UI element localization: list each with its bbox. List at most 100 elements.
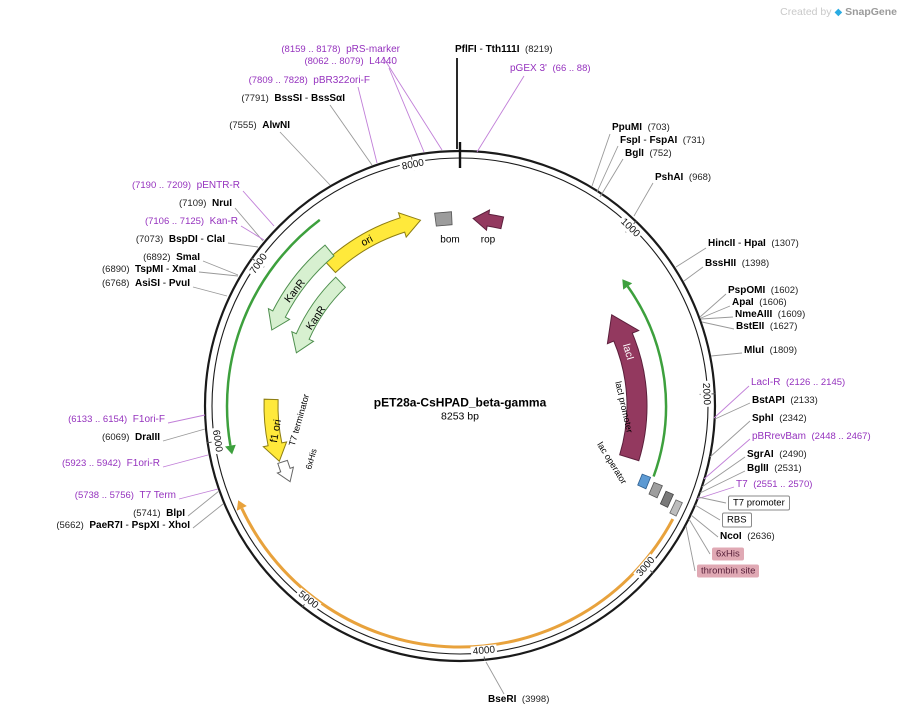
label-MluI[interactable]: MluI (1809) (744, 344, 798, 356)
leader-line-HincII (675, 247, 707, 268)
inner-label-2-rop[interactable]: rop (480, 234, 496, 246)
label-RBS-tag[interactable]: RBS (722, 512, 752, 528)
label-HincII[interactable]: HincII - HpaI (1307) (708, 237, 799, 249)
label-BlpI[interactable]: (5741) BlpI (133, 507, 185, 519)
label-PspOMI[interactable]: PspOMI (1602) (728, 284, 799, 296)
feature-operator-box-2[interactable] (659, 490, 674, 508)
label-T7[interactable]: T7 (2551 .. 2570) (736, 478, 813, 490)
inner-label-10-lac-operator[interactable]: lac operator (595, 440, 629, 486)
watermark-prefix: Created by (780, 6, 832, 18)
feature-insert-gene-arc[interactable] (240, 507, 675, 649)
label-BglI[interactable]: BglI (752) (625, 147, 672, 159)
feature-T7-terminator[interactable] (276, 459, 295, 483)
label-ApaI[interactable]: ApaI (1606) (732, 296, 787, 308)
feature-KanR-inner[interactable] (291, 276, 347, 354)
label-LacI-R[interactable]: LacI-R (2126 .. 2145) (751, 376, 846, 388)
feature-operator-box-3[interactable] (669, 499, 683, 517)
leader-line-L4440 (388, 67, 425, 153)
leader-line-BssSI (329, 104, 373, 166)
inner-label-4-kanr[interactable]: KanR (303, 303, 329, 333)
label-thrombin-site-tag[interactable]: thrombin site (697, 564, 760, 578)
label-TspMI[interactable]: (6890) TspMI - XmaI (102, 263, 196, 275)
feature-insert-gene-arc-arrowhead (236, 500, 247, 511)
inner-label-5-f1-ori[interactable]: f1 ori (268, 418, 284, 444)
feature-orf-arrow-right-arrowhead (622, 279, 633, 290)
label-F1ori-F[interactable]: (6133 .. 6154) F1ori-F (68, 413, 165, 425)
label-T7-Term[interactable]: (5738 .. 5756) T7 Term (74, 489, 176, 501)
feature-orf-arrow-right[interactable] (626, 285, 668, 477)
label-pENTR-R[interactable]: (7190 .. 7209) pENTR-R (131, 179, 240, 191)
inner-label-6-t7-terminator[interactable]: T7 terminator (286, 392, 312, 448)
label-PshAI[interactable]: PshAI (968) (655, 171, 712, 183)
label-PflFI[interactable]: PflFI - Tth111I (8219) (455, 43, 553, 55)
label-pRS-marker[interactable]: (8159 .. 8178) pRS-marker (281, 43, 400, 55)
leader-line-DraIII (162, 428, 206, 442)
tick-label-7000: 7000 (247, 249, 272, 278)
tick-label-5000: 5000 (294, 587, 322, 613)
inner-label-1-bom[interactable]: bom (440, 234, 460, 246)
label-SphI[interactable]: SphI (2342) (752, 412, 807, 424)
label-pBRrevBam[interactable]: pBRrevBam (2448 .. 2467) (752, 430, 871, 442)
leader-line-PpuMI (591, 133, 611, 187)
label-BstEII[interactable]: BstEII (1627) (736, 320, 798, 332)
leader-line-T7-Term (178, 488, 219, 500)
leader-line-Kan-R (240, 225, 265, 241)
leader-line-BstEII (701, 321, 735, 330)
feature-operator-box-blue[interactable] (637, 473, 652, 490)
leader-line-SmaI (202, 260, 239, 276)
label-T7-promoter-tag[interactable]: T7 promoter (728, 495, 790, 511)
label-F1ori-R[interactable]: (5923 .. 5942) F1ori-R (61, 457, 160, 469)
label-BspDI[interactable]: (7073) BspDI - ClaI (135, 233, 225, 245)
tick-label-2000: 2000 (699, 380, 712, 408)
leader-line-PspOMI (699, 293, 727, 318)
label-BssSI[interactable]: (7791) BssSI - BssSαI (241, 92, 345, 104)
leader-line-T7 (696, 486, 735, 500)
label-AsiSI[interactable]: (6768) AsiSI - PvuI (101, 277, 190, 289)
inner-label-0-ori[interactable]: ori (359, 232, 375, 250)
feature-bom[interactable] (434, 211, 453, 227)
inner-label-7-6xhis[interactable]: 6xHis (303, 447, 319, 471)
leader-line-6xHis-tag (688, 518, 711, 555)
label-BglII[interactable]: BglII (2531) (747, 462, 802, 474)
leader-line-PshAI (633, 182, 654, 217)
label-BstAPI[interactable]: BstAPI (2133) (752, 394, 818, 406)
label-FspI[interactable]: FspI - FspAI (731) (620, 134, 705, 146)
feature-lacI[interactable] (606, 313, 648, 462)
label-BseRI[interactable]: BseRI (3998) (488, 693, 550, 705)
leader-line-SgrAI (701, 456, 746, 488)
inner-label-3-kanr[interactable]: KanR (282, 276, 308, 306)
leader-line-thrombin-site-tag (685, 525, 696, 572)
inner-label-9-laci-promoter[interactable]: lacI promoter (613, 380, 635, 434)
label-NruI[interactable]: (7109) NruI (178, 197, 232, 209)
watermark-brand: SnapGene (845, 6, 897, 18)
tick-label-3000: 3000 (633, 553, 659, 581)
plasmid-name: pET28a-CsHPAD_beta-gamma (373, 395, 547, 410)
label-pGEX-3[interactable]: pGEX 3' (66 .. 88) (510, 62, 591, 74)
feature-f1-ori[interactable] (262, 398, 288, 463)
label-L4440[interactable]: (8062 .. 8079) L4440 (304, 55, 397, 67)
label-NmeAIII[interactable]: NmeAIII (1609) (735, 308, 806, 320)
feature-KanR-outer[interactable] (267, 244, 335, 331)
feature-ori[interactable] (324, 212, 422, 274)
tick-label-4000: 4000 (470, 644, 498, 658)
inner-label-8-laci[interactable]: lacI (619, 342, 637, 362)
plasmid-size: 8253 bp (441, 410, 479, 423)
feature-operator-box-1[interactable] (648, 481, 663, 499)
label-NcoI[interactable]: NcoI (2636) (720, 530, 775, 542)
leader-line-BglI (599, 158, 624, 198)
label-PpuMI[interactable]: PpuMI (703) (612, 121, 670, 133)
label-DraIII[interactable]: (6069) DraIII (101, 431, 160, 443)
tick-label-1000: 1000 (616, 214, 643, 241)
label-AlwNI[interactable]: (7555) AlwNI (229, 119, 290, 131)
label-6xHis-tag[interactable]: 6xHis (712, 547, 744, 561)
leader-line-RBS-tag (694, 504, 721, 521)
feature-rop[interactable] (472, 209, 505, 232)
feature-orf-arrow-left[interactable] (225, 218, 321, 446)
label-PaeR7I[interactable]: (5662) PaeR7I - PspXI - XhoI (56, 519, 190, 531)
label-SmaI[interactable]: (6892) SmaI (143, 251, 200, 263)
label-Kan-R[interactable]: (7106 .. 7125) Kan-R (144, 215, 238, 227)
label-pBR322ori-F[interactable]: (7809 .. 7828) pBR322ori-F (248, 74, 370, 86)
label-SgrAI[interactable]: SgrAI (2490) (747, 448, 807, 460)
label-BssHII[interactable]: BssHII (1398) (705, 257, 770, 269)
leader-line-pRS-marker (382, 56, 443, 151)
